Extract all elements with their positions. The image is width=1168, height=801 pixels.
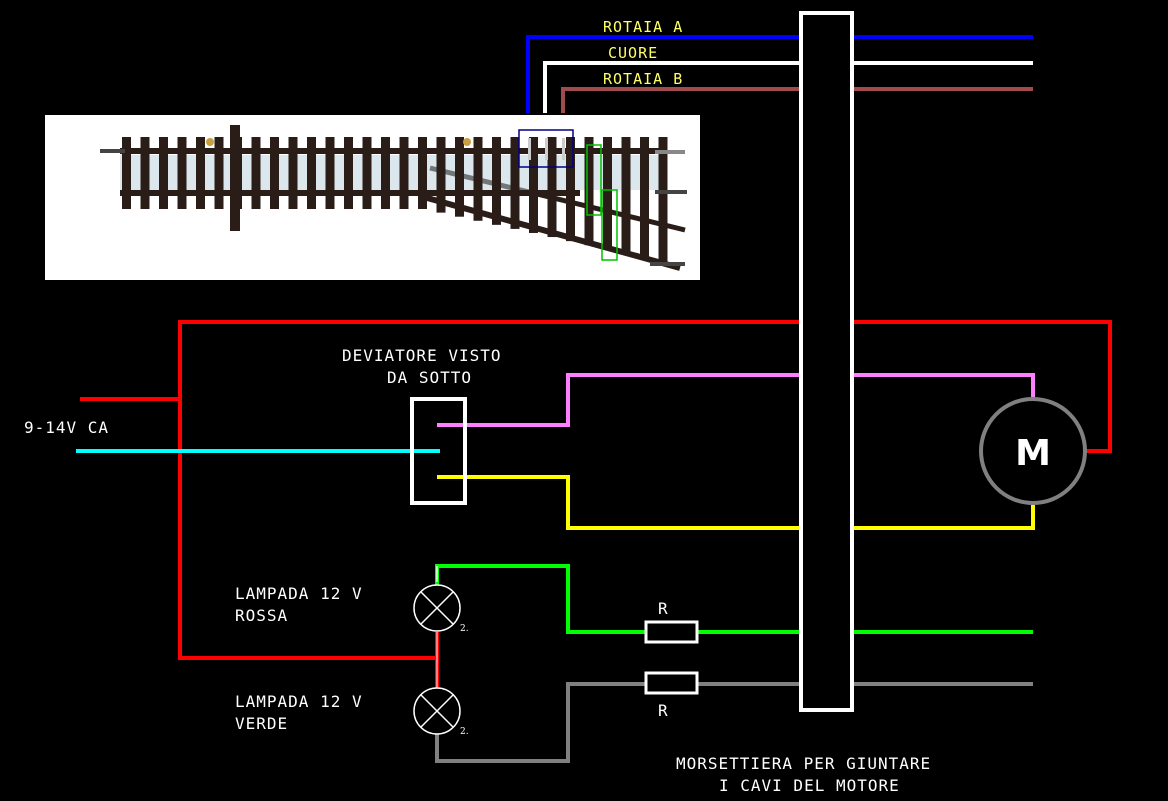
blade-highlight	[586, 144, 602, 216]
blade-highlight	[601, 189, 618, 261]
label-rotaia-a: ROTAIA A	[603, 18, 683, 36]
throw-bar	[230, 125, 240, 231]
label-resistor-bottom: R	[658, 701, 669, 720]
label-rotaia-b: ROTAIA B	[603, 70, 683, 88]
resistor-bottom	[644, 671, 699, 695]
screw-icon	[206, 138, 214, 146]
track-sleeper	[177, 137, 187, 209]
label-lamp-green-line2: VERDE	[235, 714, 288, 733]
resistor-top	[644, 620, 699, 644]
track-sleeper	[640, 137, 649, 258]
wire-rotaia-a	[526, 35, 1033, 113]
label-cuore: CUORE	[608, 44, 658, 62]
label-switch-line1: DEVIATORE VISTO	[342, 346, 502, 365]
track-sleeper	[288, 137, 298, 209]
track-sleeper	[621, 137, 631, 254]
track-sleeper	[196, 137, 205, 209]
track-sleeper	[566, 137, 575, 242]
label-terminal-line1: MORSETTIERA PER GIUNTARE	[676, 754, 931, 773]
screw-icon	[463, 138, 471, 146]
wire-rotaia-b	[561, 87, 1033, 113]
label-switch-line2: DA SOTTO	[387, 368, 472, 387]
wire-lamp-gray	[435, 682, 645, 763]
track-sleeper	[658, 137, 668, 262]
track-sleeper	[140, 137, 150, 209]
wire-motor-yellow	[437, 475, 1035, 530]
label-lamp-red-line1: LAMPADA 12 V	[235, 584, 363, 603]
svg-text:2.: 2.	[460, 727, 469, 737]
track-sleeper	[473, 137, 483, 221]
motor-icon	[979, 397, 1087, 505]
track-sleepers	[122, 125, 668, 262]
label-supply: 9-14V CA	[24, 418, 109, 437]
contacts-highlight	[518, 129, 574, 168]
lamp-red: 2.	[413, 584, 469, 634]
track-sleeper	[251, 137, 261, 209]
track-sleeper	[436, 137, 446, 213]
wire-cuore	[543, 61, 1033, 113]
wire-common-red	[178, 320, 1112, 660]
wire-lamp-green	[435, 564, 645, 634]
label-lamp-green-line1: LAMPADA 12 V	[235, 692, 363, 711]
track-sleeper	[529, 137, 538, 233]
track-sleeper	[344, 137, 353, 209]
track-sleeper	[381, 137, 390, 209]
lamp-green: 2.	[413, 687, 469, 737]
terminal-block	[799, 11, 854, 712]
label-terminal-line2: I CAVI DEL MOTORE	[719, 776, 900, 795]
motor-label: M	[1015, 433, 1051, 474]
track-sleeper	[510, 137, 520, 229]
track-sleeper	[603, 137, 612, 250]
track-sleeper	[214, 137, 224, 209]
label-resistor-top: R	[658, 599, 669, 618]
track-sleeper	[547, 137, 557, 238]
track-sleeper	[455, 137, 464, 217]
motor-component: M	[979, 397, 1087, 505]
track-sleeper	[492, 137, 501, 225]
wire-motor-pink	[437, 373, 1035, 427]
track-sleeper	[307, 137, 316, 209]
track-sleeper	[159, 137, 168, 209]
track-sleeper	[418, 137, 427, 209]
track-sleeper	[325, 137, 335, 209]
track-sleeper	[270, 137, 279, 209]
svg-text:2.: 2.	[460, 624, 469, 634]
switch-component	[410, 397, 467, 505]
track-photo	[45, 115, 700, 280]
track-sleeper	[584, 137, 594, 246]
track-sleeper	[122, 137, 131, 209]
label-lamp-red-line2: ROSSA	[235, 606, 288, 625]
track-sleeper	[362, 137, 372, 209]
track-sleeper	[399, 137, 409, 209]
